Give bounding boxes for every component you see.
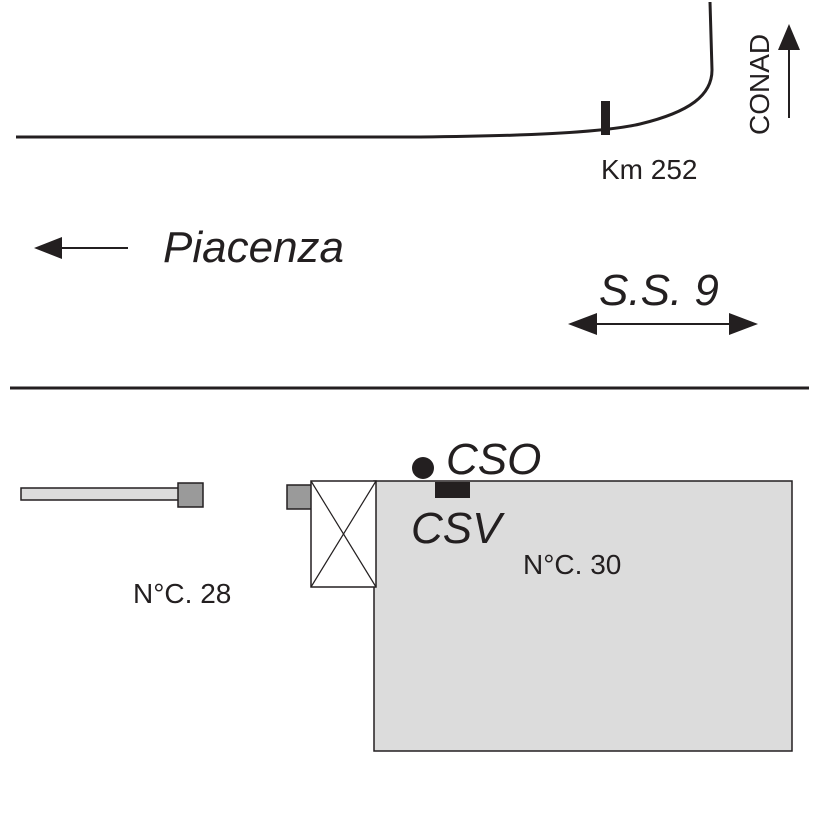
gate-bar: [20, 487, 184, 501]
road-name-label: S.S. 9: [599, 266, 719, 315]
piacenza-label: Piacenza: [163, 223, 344, 272]
piacenza-arrowhead: [34, 237, 62, 259]
csv-marker: [435, 482, 470, 498]
entrance-cross-2: [310, 480, 377, 588]
building-30: [373, 480, 793, 752]
building-28-label: N°C. 28: [133, 578, 231, 609]
gate-post-right: [286, 484, 313, 510]
conad-arrowhead: [778, 24, 800, 50]
cso-marker: [412, 457, 434, 479]
building-30-label: N°C. 30: [523, 549, 621, 580]
side-road: [16, 1, 714, 139]
km-marker-label: Km 252: [601, 154, 698, 185]
km-post-marker: [601, 101, 610, 135]
road-arrowhead-left: [568, 313, 597, 335]
cso-label: CSO: [446, 435, 541, 484]
road-arrowhead-right: [729, 313, 758, 335]
gate-post-left: [177, 482, 204, 508]
conad-label: CONAD: [744, 34, 775, 135]
csv-label: CSV: [411, 504, 505, 553]
